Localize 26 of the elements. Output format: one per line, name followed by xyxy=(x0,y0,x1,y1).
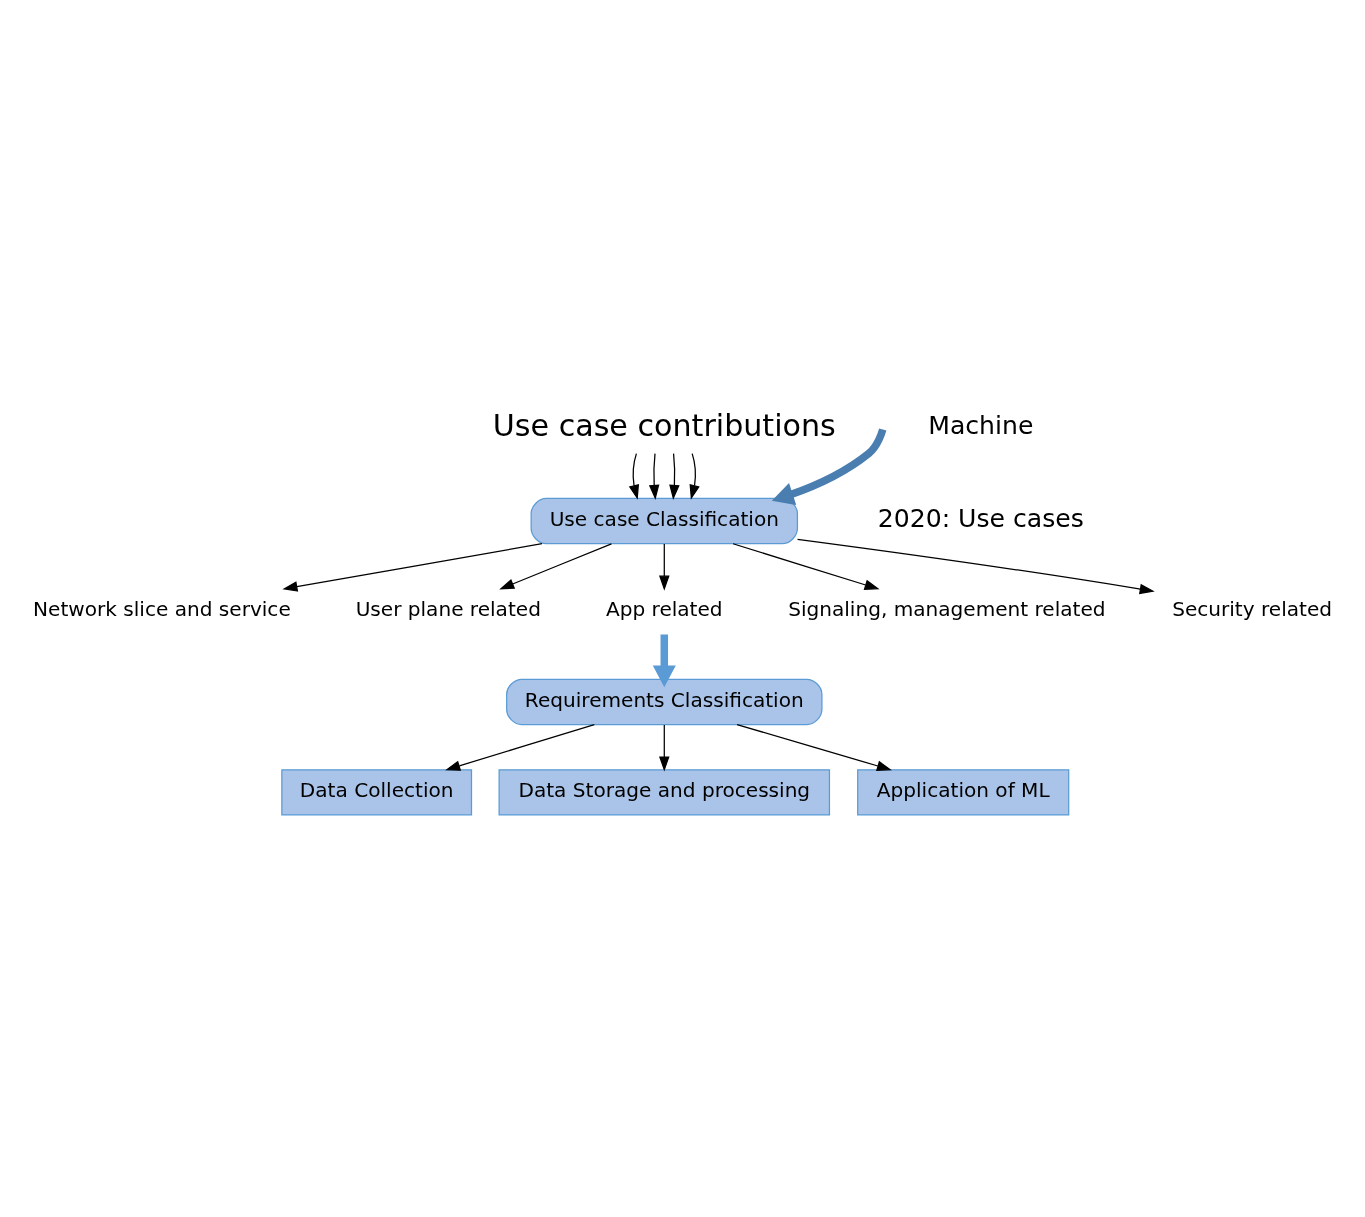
label: Machine xyxy=(928,410,1034,440)
arrow xyxy=(669,452,680,500)
arrow xyxy=(282,542,543,592)
node-text: Signaling, management related xyxy=(788,596,1106,621)
node-box: Data Storage and processing xyxy=(498,768,831,816)
node-box: Requirements Classification xyxy=(506,678,823,725)
node-box: Data Collection xyxy=(281,768,473,816)
arrow xyxy=(648,452,660,500)
node-box: Application of ML xyxy=(857,768,1070,816)
arrow xyxy=(796,538,1155,594)
arrow xyxy=(499,542,613,590)
node-text: Use case contributions xyxy=(492,407,836,443)
node-text: User plane related xyxy=(355,596,541,621)
label: 2020: Use cases xyxy=(877,503,1084,533)
arrow xyxy=(732,542,880,590)
arrow xyxy=(771,427,887,505)
node-text: Security related xyxy=(1172,596,1332,621)
arrow xyxy=(628,452,640,500)
node-text: Network slice and service xyxy=(33,596,291,621)
arrow xyxy=(689,452,700,500)
node-text: App related xyxy=(605,596,723,621)
arrow xyxy=(445,723,595,771)
arrow xyxy=(659,542,670,591)
arrow xyxy=(736,723,892,771)
node-box: Use case Classification xyxy=(530,497,799,544)
arrow xyxy=(659,723,670,772)
